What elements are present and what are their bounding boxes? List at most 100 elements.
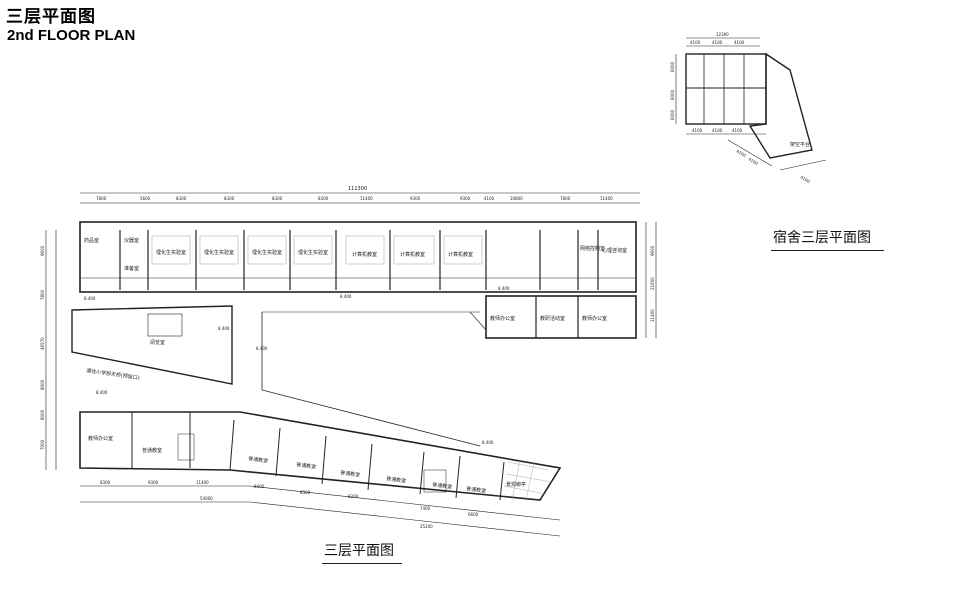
dorm-floor-plan: [675, 37, 827, 171]
dorm-top-dimension: 4100: [734, 40, 745, 45]
east-room-label: 教研活动室: [540, 315, 565, 322]
dorm-bottom-dimension: 4100: [732, 128, 743, 133]
bottom-total-dimension: 25200: [420, 524, 433, 529]
top-dimension: 9300: [460, 196, 471, 201]
north-room-label: 心理咨询室: [602, 247, 627, 254]
north-room-label: 药品室: [84, 237, 99, 244]
reading-room-block: [71, 305, 233, 385]
north-room-label: 计算机教室: [352, 251, 377, 258]
lab-desk-pattern: [151, 235, 483, 265]
top-dimension: 11400: [600, 196, 613, 201]
top-dimension: 9300: [410, 196, 421, 201]
south-room-label: 普通教室: [142, 447, 162, 454]
south-wing-outline: [79, 411, 562, 501]
right-dimension: 11400: [650, 309, 655, 322]
south-room-label: 普通教室: [296, 461, 317, 471]
south-stairs: [177, 433, 447, 493]
top-dimension: 8300: [224, 196, 235, 201]
page-title-english: 2nd FLOOR PLAN: [7, 27, 136, 44]
main-floor-plan: [45, 192, 657, 537]
top-dimension: 7800: [560, 196, 571, 201]
dorm-top-dimension: 4100: [690, 40, 701, 45]
north-room-label: 网络控制室: [580, 245, 605, 252]
north-room-walls: [119, 230, 599, 290]
bottom-dimension: 6600: [468, 512, 479, 517]
east-room-label: 教师办公室: [582, 315, 607, 322]
north-room-label: 仪器室: [124, 237, 139, 244]
bottom-dimension: 8300: [348, 494, 359, 499]
bottom-dimension: 8300: [254, 484, 265, 489]
north-room-label: 理化生实验室: [252, 249, 282, 256]
top-dimension: 8300: [176, 196, 187, 201]
central-stair: [147, 313, 183, 337]
elevation-mark: 8.400: [482, 440, 494, 445]
bottom-dimension: 8300: [300, 490, 311, 495]
elevation-mark: 8.400: [498, 286, 510, 291]
bridge-reserved-label: 通往小学部天桥(预留口): [86, 367, 140, 381]
left-dimension: 7800: [40, 289, 45, 300]
reading-room-label: 阅览室: [150, 339, 165, 346]
north-room-label: 准备室: [124, 265, 139, 272]
bottom-total-dimension: 54000: [200, 496, 213, 501]
dorm-bottom-dimension: 4100: [712, 128, 723, 133]
left-dimension: 46570: [40, 337, 45, 350]
left-dimension: 8000: [40, 379, 45, 390]
south-room-walls: [131, 412, 505, 501]
left-dimension: 8000: [40, 409, 45, 420]
courtyard-edge: [261, 312, 481, 447]
elevation-mark: 8.400: [96, 390, 108, 395]
dorm-plan-caption: 宿舍三层平面图: [773, 230, 871, 246]
right-dimension: 21600: [650, 277, 655, 290]
north-room-label: 计算机教室: [448, 251, 473, 258]
east-room-label: 教师办公室: [490, 315, 515, 322]
dorm-angled-wing: [748, 52, 813, 159]
north-room-label: 理化生实验室: [156, 249, 186, 256]
bottom-dimension: 8300: [100, 480, 111, 485]
top-dimension: 7800: [96, 196, 107, 201]
page-title-chinese: 三层平面图: [6, 7, 96, 27]
dorm-left-dimension: 6000: [670, 109, 675, 120]
north-room-label: 理化生实验室: [298, 249, 328, 256]
south-room-label: 普通教室: [466, 485, 487, 495]
left-dimension: 9600: [40, 245, 45, 256]
dorm-caption-underline: [771, 250, 884, 251]
south-room-label: 景观廊亭: [506, 481, 526, 488]
elevation-mark: 8.400: [340, 294, 352, 299]
south-room-label: 普通教室: [432, 481, 453, 491]
top-dimension: 10800: [510, 196, 523, 201]
north-room-label: 理化生实验室: [204, 249, 234, 256]
top-dimension: 4100: [484, 196, 495, 201]
bottom-dimension: 11400: [196, 480, 209, 485]
south-room-label: 教师办公室: [88, 435, 113, 442]
right-dimension: 9600: [650, 245, 655, 256]
dorm-room-label: 架空平台: [790, 141, 810, 148]
elevation-mark: 8.400: [218, 326, 230, 331]
dorm-diagonal-dimension: 4100: [800, 175, 812, 185]
dorm-bottom-dimension: 4100: [692, 128, 703, 133]
dorm-diagonal-dimension: 4100: [736, 149, 748, 159]
north-wing-outline: [79, 221, 637, 293]
top-dimension: 8300: [272, 196, 283, 201]
top-dimension: 5600: [140, 196, 151, 201]
landscape-pavilion-hatch: [503, 459, 553, 501]
elevation-mark: 8.400: [256, 346, 268, 351]
north-room-label: 计算机教室: [400, 251, 425, 258]
main-caption-underline: [322, 563, 402, 564]
top-total-dimension: 111300: [348, 186, 367, 192]
dorm-top-dimension: 4100: [712, 40, 723, 45]
south-room-label: 普通教室: [248, 455, 269, 465]
bottom-dimension: 7400: [420, 506, 431, 511]
dorm-block-outline: [685, 53, 767, 125]
dorm-top-total-dimension: 12300: [716, 32, 729, 37]
top-dimension: 11400: [360, 196, 373, 201]
dorm-left-dimension: 6000: [670, 89, 675, 100]
elevation-mark: 8.400: [84, 296, 96, 301]
left-dimension: 7000: [40, 439, 45, 450]
south-room-label: 普通教室: [340, 469, 361, 479]
main-plan-caption: 三层平面图: [324, 543, 394, 559]
south-room-label: 普通教室: [386, 475, 407, 485]
dorm-left-dimension: 6000: [670, 61, 675, 72]
bottom-dimension: 9300: [148, 480, 159, 485]
east-office-block: [485, 295, 637, 339]
top-dimension: 8300: [318, 196, 329, 201]
